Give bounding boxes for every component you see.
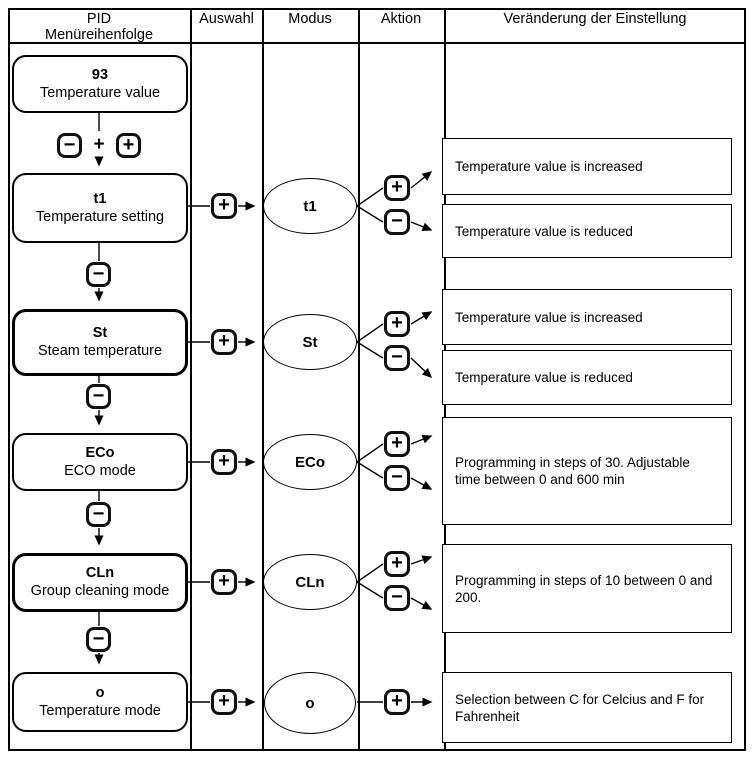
menu-code-o: o xyxy=(95,684,105,701)
table-border xyxy=(8,8,746,751)
auswahl-plus-button-cln: + xyxy=(211,569,237,595)
menu-code-eco: ECo xyxy=(85,444,115,461)
result-box-t1-increase: Temperature value is increased xyxy=(442,138,732,195)
auswahl-plus-button-o: + xyxy=(211,689,237,715)
column-divider-2 xyxy=(262,8,264,751)
auswahl-plus-button-eco: + xyxy=(211,449,237,475)
plus-sign: + xyxy=(93,134,105,155)
aktion-minus-button-st: − xyxy=(384,345,410,371)
menu-box-t1: t1 Temperature setting xyxy=(12,173,188,243)
menu-box-st: St Steam temperature xyxy=(12,309,188,376)
mode-ellipse-t1: t1 xyxy=(263,178,357,234)
menu-label-cln: Group cleaning mode xyxy=(30,583,170,599)
result-box-st-decrease: Temperature value is reduced xyxy=(442,350,732,405)
step-minus-button-3: − xyxy=(86,384,111,409)
menu-box-93: 93 Temperature value xyxy=(12,55,188,113)
result-box-st-increase: Temperature value is increased xyxy=(442,289,732,345)
menu-box-eco: ECo ECO mode xyxy=(12,433,188,491)
mode-ellipse-cln: CLn xyxy=(263,554,357,610)
aktion-plus-button-cln: + xyxy=(384,551,410,577)
aktion-minus-button-cln: − xyxy=(384,585,410,611)
step-minus-button-2: − xyxy=(86,262,111,287)
mode-ellipse-o: o xyxy=(264,672,356,734)
menu-code-cln: CLn xyxy=(85,565,115,581)
header-veraenderung: Veränderung der Einstellung xyxy=(503,11,687,27)
menu-box-o: o Temperature mode xyxy=(12,672,188,732)
result-box-eco: Programming in steps of 30. Adjustable t… xyxy=(442,417,732,525)
header-divider xyxy=(8,42,746,44)
aktion-minus-button-eco: − xyxy=(384,465,410,491)
result-box-cln: Programming in steps of 10 between 0 and… xyxy=(442,544,732,633)
menu-code-93: 93 xyxy=(91,66,109,83)
step-minus-button-1: − xyxy=(57,133,82,158)
aktion-plus-button-t1: + xyxy=(384,175,410,201)
aktion-plus-button-o: + xyxy=(384,689,410,715)
header-auswahl: Auswahl xyxy=(199,11,254,27)
step-plus-button-1: + xyxy=(116,133,141,158)
step-minus-button-5: − xyxy=(86,627,111,652)
mode-ellipse-eco: ECo xyxy=(263,434,357,490)
header-pid-line1: PID xyxy=(86,11,112,27)
header-aktion: Aktion xyxy=(380,11,422,27)
aktion-plus-button-st: + xyxy=(384,311,410,337)
menu-box-cln: CLn Group cleaning mode xyxy=(12,553,188,612)
menu-label-o: Temperature mode xyxy=(39,702,161,719)
header-pid-line2: Menüreihenfolge xyxy=(44,27,154,43)
menu-label-st: Steam temperature xyxy=(37,343,163,359)
menu-label-93: Temperature value xyxy=(39,84,161,101)
mode-ellipse-st: St xyxy=(263,314,357,370)
column-divider-3 xyxy=(358,8,360,751)
menu-label-eco: ECO mode xyxy=(64,462,136,479)
menu-code-st: St xyxy=(92,325,108,341)
aktion-plus-button-eco: + xyxy=(384,431,410,457)
step-minus-button-4: − xyxy=(86,502,111,527)
menu-code-t1: t1 xyxy=(93,190,107,207)
header-pid-menu: PID Menüreihenfolge xyxy=(10,11,188,43)
result-box-o: Selection between C for Celcius and F fo… xyxy=(442,672,732,743)
menu-label-t1: Temperature setting xyxy=(35,208,165,225)
aktion-minus-button-t1: − xyxy=(384,209,410,235)
result-box-t1-decrease: Temperature value is reduced xyxy=(442,204,732,258)
column-divider-1 xyxy=(190,8,192,751)
auswahl-plus-button-st: + xyxy=(211,329,237,355)
header-modus: Modus xyxy=(288,11,332,27)
auswahl-plus-button-t1: + xyxy=(211,193,237,219)
